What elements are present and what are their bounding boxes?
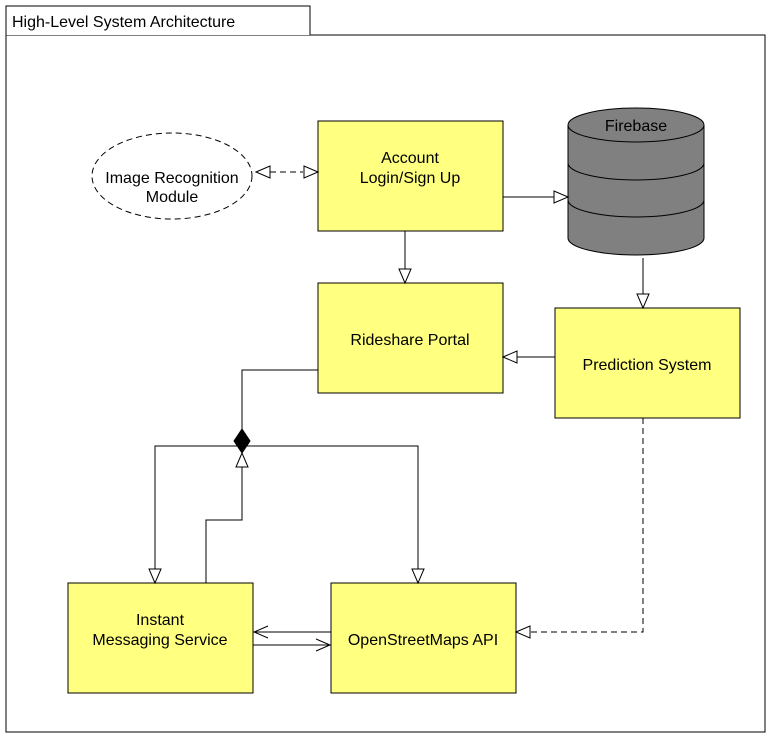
edge-hub-openstreetmaps: [242, 445, 425, 585]
edge-hub-instant-messaging: [148, 445, 242, 585]
prediction-system-label: Prediction System: [583, 357, 712, 374]
firebase-label: Firebase: [605, 118, 667, 135]
firebase-node[interactable]: [567, 107, 705, 256]
instant-messaging-node[interactable]: [67, 582, 254, 694]
openstreetmaps-label: OpenStreetMaps API: [348, 632, 498, 649]
edge-prediction-rideshare: [501, 350, 555, 364]
instant-messaging-label-1: Instant: [136, 612, 185, 629]
image-recognition-label-2: Module: [146, 189, 199, 206]
edge-firebase-prediction: [636, 258, 650, 310]
image-recognition-node[interactable]: [91, 132, 253, 220]
frame-title: High-Level System Architecture: [12, 14, 235, 31]
firebase-cylinder-body: [567, 125, 705, 256]
rideshare-portal-label: Rideshare Portal: [350, 332, 469, 349]
edge-account-rideshare: [398, 231, 412, 285]
firebase-cylinder-top: [567, 107, 705, 143]
account-label-1: Account: [381, 150, 439, 167]
frame-title-tab: [5, 5, 311, 35]
firebase-ring-2: [567, 199, 705, 218]
edge-account-firebase: [503, 190, 570, 204]
account-label-2: Login/Sign Up: [360, 170, 461, 187]
edge-instant-messaging-hub: [205, 451, 249, 583]
firebase-ring-1: [567, 162, 705, 181]
edge-instant-messaging-openstreetmaps: [253, 638, 332, 652]
prediction-system-node[interactable]: [554, 307, 741, 419]
edge-rideshare-composition: [233, 369, 318, 454]
account-node[interactable]: [317, 120, 504, 232]
image-recognition-label-1: Image Recognition: [105, 170, 238, 187]
edge-prediction-openstreetmaps: [514, 418, 644, 639]
edge-openstreetmaps-instant-messaging: [252, 625, 331, 639]
openstreetmaps-node[interactable]: [330, 582, 517, 694]
rideshare-portal-node[interactable]: [317, 282, 504, 394]
edge-image-recognition-account: [254, 165, 320, 179]
instant-messaging-label-2: Messaging Service: [92, 632, 227, 649]
